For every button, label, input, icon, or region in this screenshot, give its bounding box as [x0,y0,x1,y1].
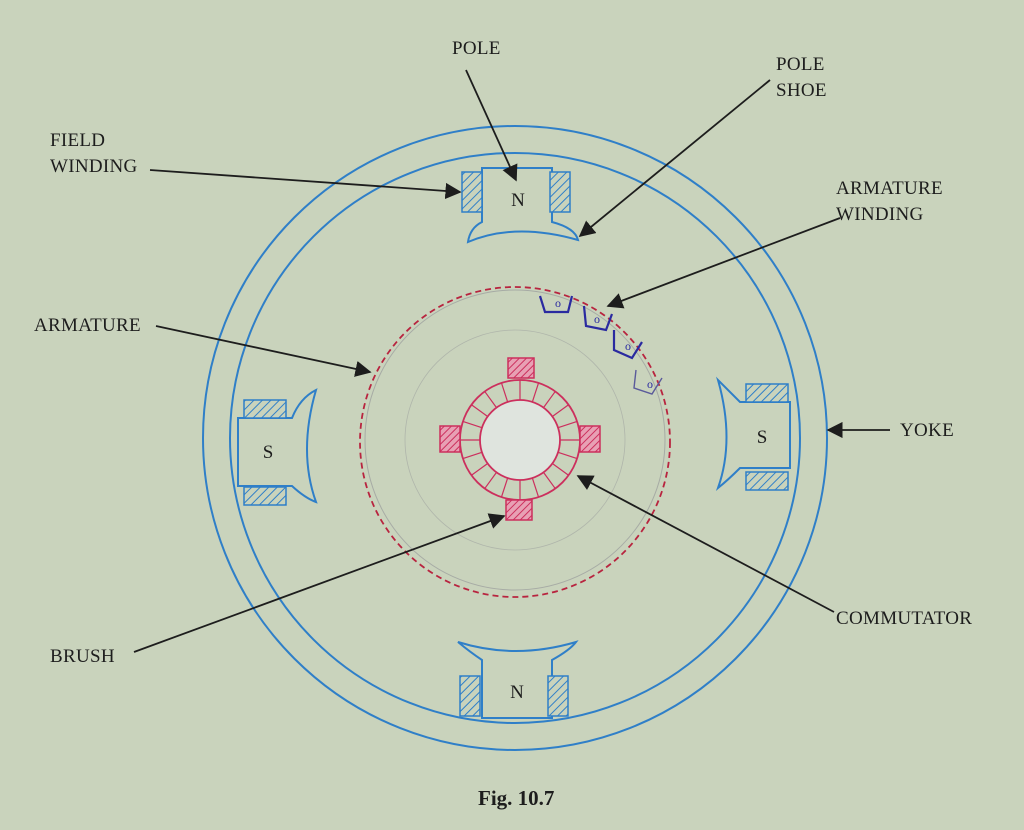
brush-leader [133,513,506,653]
field-coil-left-top [243,399,287,419]
commutator-segment-divider [557,451,578,460]
field-coil-top-right [549,171,571,213]
armature-pencil-inner [404,329,626,551]
slot-conductor-1: o [555,296,561,310]
pole-left [237,388,318,506]
figure-caption: Fig. 10.7 [478,786,555,810]
brush-top [507,357,535,379]
armature-pencil-outline [364,289,666,591]
commutator-segment-divider [462,420,483,429]
commutator-segment-divider [543,472,556,489]
commutator-segment-divider [500,382,509,403]
field-coil-right-bottom [745,471,789,491]
pole-top [461,167,580,244]
armature-winding-slots [538,295,663,395]
slot-conductor-2: o [594,312,600,326]
field-coil-bottom-left [459,675,481,717]
yoke-inner-ring [229,152,801,724]
commutator-segment-divider [543,391,556,408]
pole-bottom [457,640,579,719]
pole-left-letter: S [263,442,274,463]
slot-conductor-4: o [647,377,653,391]
commutator-leader [576,475,835,613]
pole-right [715,376,791,491]
brush-right [579,425,601,453]
pole-shoe-leader [578,79,771,238]
commutator-segment-divider [552,463,569,476]
commutator-segments [460,380,580,500]
field-winding-leader [149,169,462,200]
brush-label: BRUSH [50,646,115,667]
commutator-segment-divider [500,477,509,498]
brush-left [439,425,461,453]
commutator-segment-divider [462,451,483,460]
armature-winding-leader [606,217,841,309]
commutator-segment-divider [471,463,488,476]
commutator-segment-divider [471,404,488,417]
field-coil-bottom-right [547,675,569,717]
commutator-label: COMMUTATOR [836,608,973,629]
pole-bottom-letter: N [510,682,524,703]
commutator-segment-divider [531,477,540,498]
field-coil-left-bottom [243,486,287,506]
commutator-segment-divider [557,420,578,429]
commutator-segment-divider [531,382,540,403]
commutator-segment-divider [484,472,497,489]
pole-leader [465,69,518,182]
armature-leader [155,325,372,377]
yoke-label: YOKE [900,420,954,441]
armature-label: ARMATURE [34,315,141,336]
slot-conductors: o o o o [555,296,653,391]
commutator [459,379,581,501]
pole-label: POLE [452,38,501,59]
pole-right-letter: S [757,427,768,448]
brush-bottom [505,499,533,521]
pole-top-letter: N [511,190,525,211]
commutator-segment-divider [552,404,569,417]
field-coil-right-top [745,383,789,403]
slot-conductor-3: o [625,339,631,353]
armature-slot-1 [538,295,574,314]
armature-slot-4 [633,369,663,395]
commutator-segment-divider [484,391,497,408]
field-coil-top-left [461,171,483,213]
armature-slot-2 [582,305,614,332]
armature-boundary [359,286,671,598]
armature-slot-3 [612,330,643,360]
